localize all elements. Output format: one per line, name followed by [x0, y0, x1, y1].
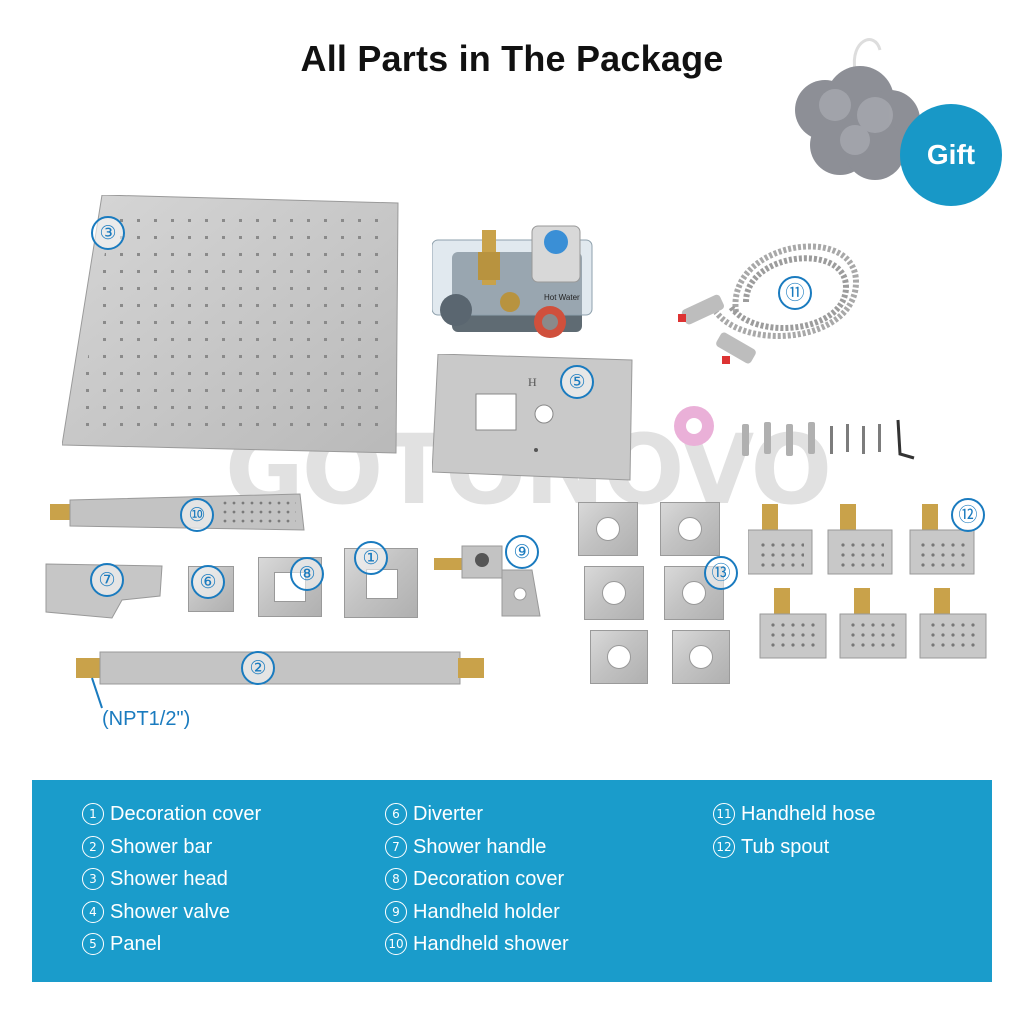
svg-text:H: H: [528, 375, 537, 389]
handheld-holder-image: [434, 545, 541, 617]
cover-square-6: [672, 630, 730, 684]
cover-square-5: [590, 630, 648, 684]
marker-2: ②: [241, 651, 275, 685]
page-title: All Parts in The Package: [300, 38, 724, 79]
marker-12: ⑫: [951, 498, 985, 532]
marker-9: ⑨: [505, 535, 539, 569]
handheld-shower-image: [50, 493, 305, 531]
panel-image: H: [432, 354, 633, 481]
gift-badge: Gift: [900, 104, 1002, 206]
shower-valve-image: Hot Water: [432, 225, 593, 338]
marker-3: ③: [91, 216, 125, 250]
marker-10: ⑩: [180, 498, 214, 532]
body-jets-image: [748, 504, 987, 659]
shower-head-image: [62, 195, 399, 454]
shower-bar-image: [76, 651, 484, 685]
valve-hot-label: Hot Water: [544, 293, 580, 302]
teflon-tape-image: [674, 406, 714, 446]
screws-anchors-image: [742, 419, 915, 460]
decoration-cover-8-image: [258, 557, 322, 617]
cover-square-3: [584, 566, 644, 620]
marker-8: ⑧: [290, 557, 324, 591]
parts-legend-panel: [32, 780, 992, 982]
marker-5: ⑤: [560, 365, 594, 399]
marker-13: ⑬: [704, 556, 738, 590]
npt-label: (NPT1/2"): [102, 708, 191, 730]
loofah-gift-image: [795, 38, 920, 180]
cover-square-1: [578, 502, 638, 556]
handheld-hose-image: [678, 243, 860, 364]
marker-7: ⑦: [90, 563, 124, 597]
npt-pointer-line: [91, 677, 103, 709]
cover-square-2: [660, 502, 720, 556]
marker-6: ⑥: [191, 565, 225, 599]
marker-11: ⑪: [778, 276, 812, 310]
marker-1: ①: [354, 541, 388, 575]
